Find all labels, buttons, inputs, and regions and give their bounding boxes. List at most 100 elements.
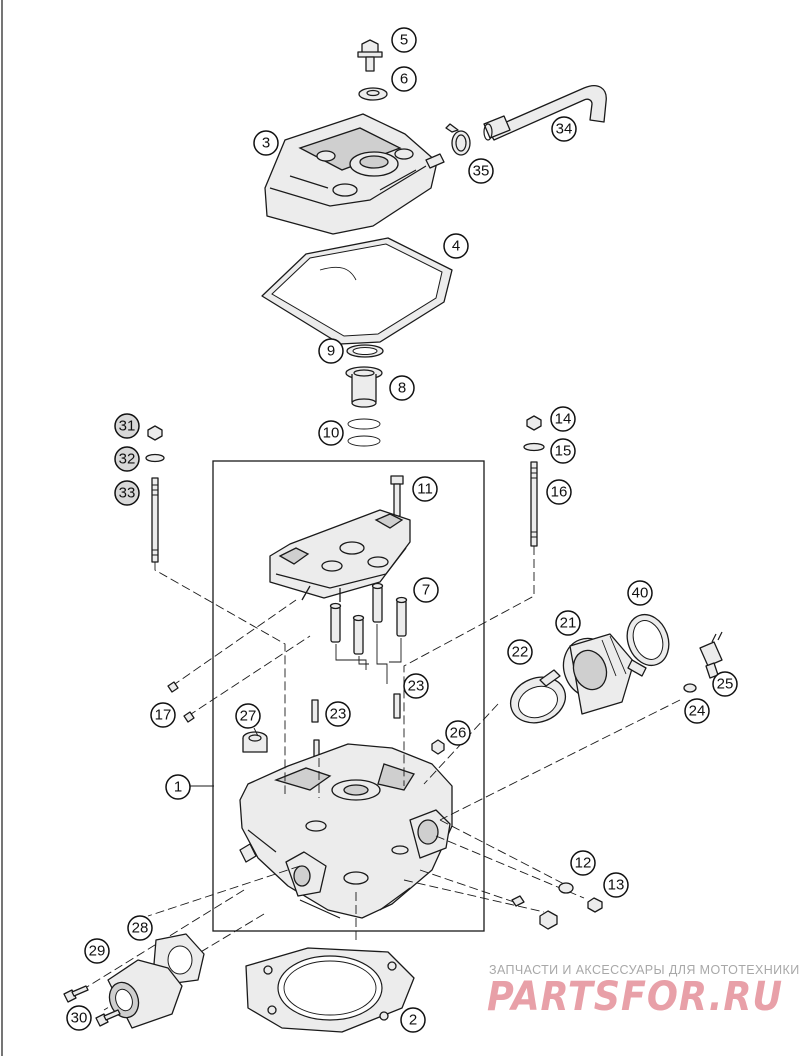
callout-label: 23 bbox=[408, 678, 425, 695]
cylinder-head-group-frame bbox=[212, 460, 485, 932]
callout-label: 15 bbox=[555, 443, 572, 460]
part-dowel-23-left bbox=[311, 699, 320, 759]
part-intake-boot-21 bbox=[562, 633, 635, 715]
callout-21: 21 bbox=[555, 610, 581, 636]
callout-label: 26 bbox=[450, 725, 467, 742]
callout-6: 6 bbox=[391, 66, 417, 92]
callout-11: 11 bbox=[412, 476, 438, 502]
callout-31: 31 bbox=[114, 413, 140, 439]
part-head-gasket-2 bbox=[245, 947, 415, 1033]
callout-12: 12 bbox=[570, 850, 596, 876]
callout-33: 33 bbox=[114, 480, 140, 506]
callout-25: 25 bbox=[712, 671, 738, 697]
part-pin-bottom bbox=[511, 895, 525, 907]
callout-label: 13 bbox=[608, 877, 625, 894]
callout-label: 31 bbox=[119, 418, 136, 435]
callout-label: 9 bbox=[327, 343, 335, 360]
callout-label: 23 bbox=[330, 706, 347, 723]
part-bolts-30 bbox=[63, 985, 121, 1027]
callout-label: 10 bbox=[323, 425, 340, 442]
part-valve-tappets-7 bbox=[329, 582, 408, 655]
part-washer-24 bbox=[683, 683, 697, 693]
callout-40: 40 bbox=[627, 580, 653, 606]
part-washer-32 bbox=[145, 453, 165, 463]
callout-label: 30 bbox=[71, 1010, 88, 1027]
callout-13: 13 bbox=[603, 872, 629, 898]
part-hose-clamp-40 bbox=[626, 613, 670, 677]
callout-16: 16 bbox=[546, 479, 572, 505]
callout-29: 29 bbox=[84, 938, 110, 964]
callout-label: 27 bbox=[240, 708, 257, 725]
callout-label: 14 bbox=[555, 411, 572, 428]
part-nut-31 bbox=[147, 425, 163, 441]
part-nut-14 bbox=[526, 415, 542, 431]
part-stud-33 bbox=[151, 477, 159, 563]
callout-24: 24 bbox=[684, 698, 710, 724]
part-bolt-11 bbox=[390, 475, 404, 517]
callout-1: 1 bbox=[165, 774, 191, 800]
callout-label: 17 bbox=[155, 707, 172, 724]
part-cylinder-head-1 bbox=[239, 743, 453, 919]
tappet-grouping-lines bbox=[335, 624, 402, 684]
callout-28: 28 bbox=[127, 915, 153, 941]
part-camshaft-bearing-bridge bbox=[269, 509, 411, 602]
part-hose-clamp-35 bbox=[445, 123, 471, 156]
callout-22: 22 bbox=[507, 639, 533, 665]
callout-23-upper: 23 bbox=[403, 673, 429, 699]
callout-label: 25 bbox=[717, 676, 734, 693]
callout-label: 12 bbox=[575, 855, 592, 872]
callout-8: 8 bbox=[389, 375, 415, 401]
part-o-ring-9 bbox=[346, 344, 384, 358]
callout-26: 26 bbox=[445, 720, 471, 746]
part-hose-clamp-22 bbox=[509, 669, 567, 724]
part-bolts-17 bbox=[167, 681, 195, 723]
callout-label: 40 bbox=[632, 585, 649, 602]
part-dowel-23-right bbox=[393, 693, 401, 719]
callout-4: 4 bbox=[443, 233, 469, 259]
watermark-logo: PARTSFOR.RU bbox=[487, 974, 783, 1020]
part-valve-cover-gasket-4 bbox=[261, 237, 453, 345]
callout-30: 30 bbox=[66, 1005, 92, 1031]
callout-14: 14 bbox=[550, 406, 576, 432]
callout-label: 11 bbox=[417, 481, 433, 498]
callout-10: 10 bbox=[318, 420, 344, 446]
part-spark-plug-tube-8 bbox=[345, 366, 383, 408]
callout-label: 3 bbox=[262, 135, 270, 152]
callout-34: 34 bbox=[551, 116, 577, 142]
part-sleeve-27 bbox=[242, 731, 268, 753]
part-valve-cover-3 bbox=[264, 113, 445, 235]
callout-32: 32 bbox=[114, 446, 140, 472]
callout-label: 22 bbox=[512, 644, 529, 661]
part-breather-hose-34 bbox=[483, 85, 607, 141]
part-sensor-25 bbox=[699, 631, 723, 679]
callout-35: 35 bbox=[468, 158, 494, 184]
callout-label: 21 bbox=[560, 615, 577, 632]
callout-7: 7 bbox=[413, 577, 439, 603]
callout-label: 29 bbox=[89, 943, 106, 960]
callout-label: 32 bbox=[119, 451, 136, 468]
part-o-ring-12 bbox=[558, 882, 574, 894]
callout-5: 5 bbox=[391, 27, 417, 53]
part-plug-bottom bbox=[539, 910, 558, 930]
callout-label: 6 bbox=[400, 71, 408, 88]
callout-3: 3 bbox=[253, 130, 279, 156]
callout-label: 2 bbox=[409, 1012, 417, 1029]
callout-9: 9 bbox=[318, 338, 344, 364]
part-washer-6 bbox=[358, 87, 388, 101]
callout-label: 8 bbox=[398, 380, 406, 397]
callout-2: 2 bbox=[400, 1007, 426, 1033]
part-intake-flange-29 bbox=[107, 959, 183, 1029]
callout-15: 15 bbox=[550, 438, 576, 464]
part-plug-26 bbox=[431, 739, 445, 755]
part-stud-16 bbox=[530, 461, 538, 547]
callout-leader-lines bbox=[190, 727, 259, 787]
callout-label: 33 bbox=[119, 485, 136, 502]
callout-23-lower: 23 bbox=[325, 701, 351, 727]
callout-27: 27 bbox=[235, 703, 261, 729]
callout-label: 16 bbox=[551, 484, 568, 501]
part-o-rings-10 bbox=[347, 418, 381, 447]
callout-label: 7 bbox=[422, 582, 430, 599]
callout-label: 4 bbox=[452, 238, 460, 255]
callout-label: 24 bbox=[689, 703, 706, 720]
